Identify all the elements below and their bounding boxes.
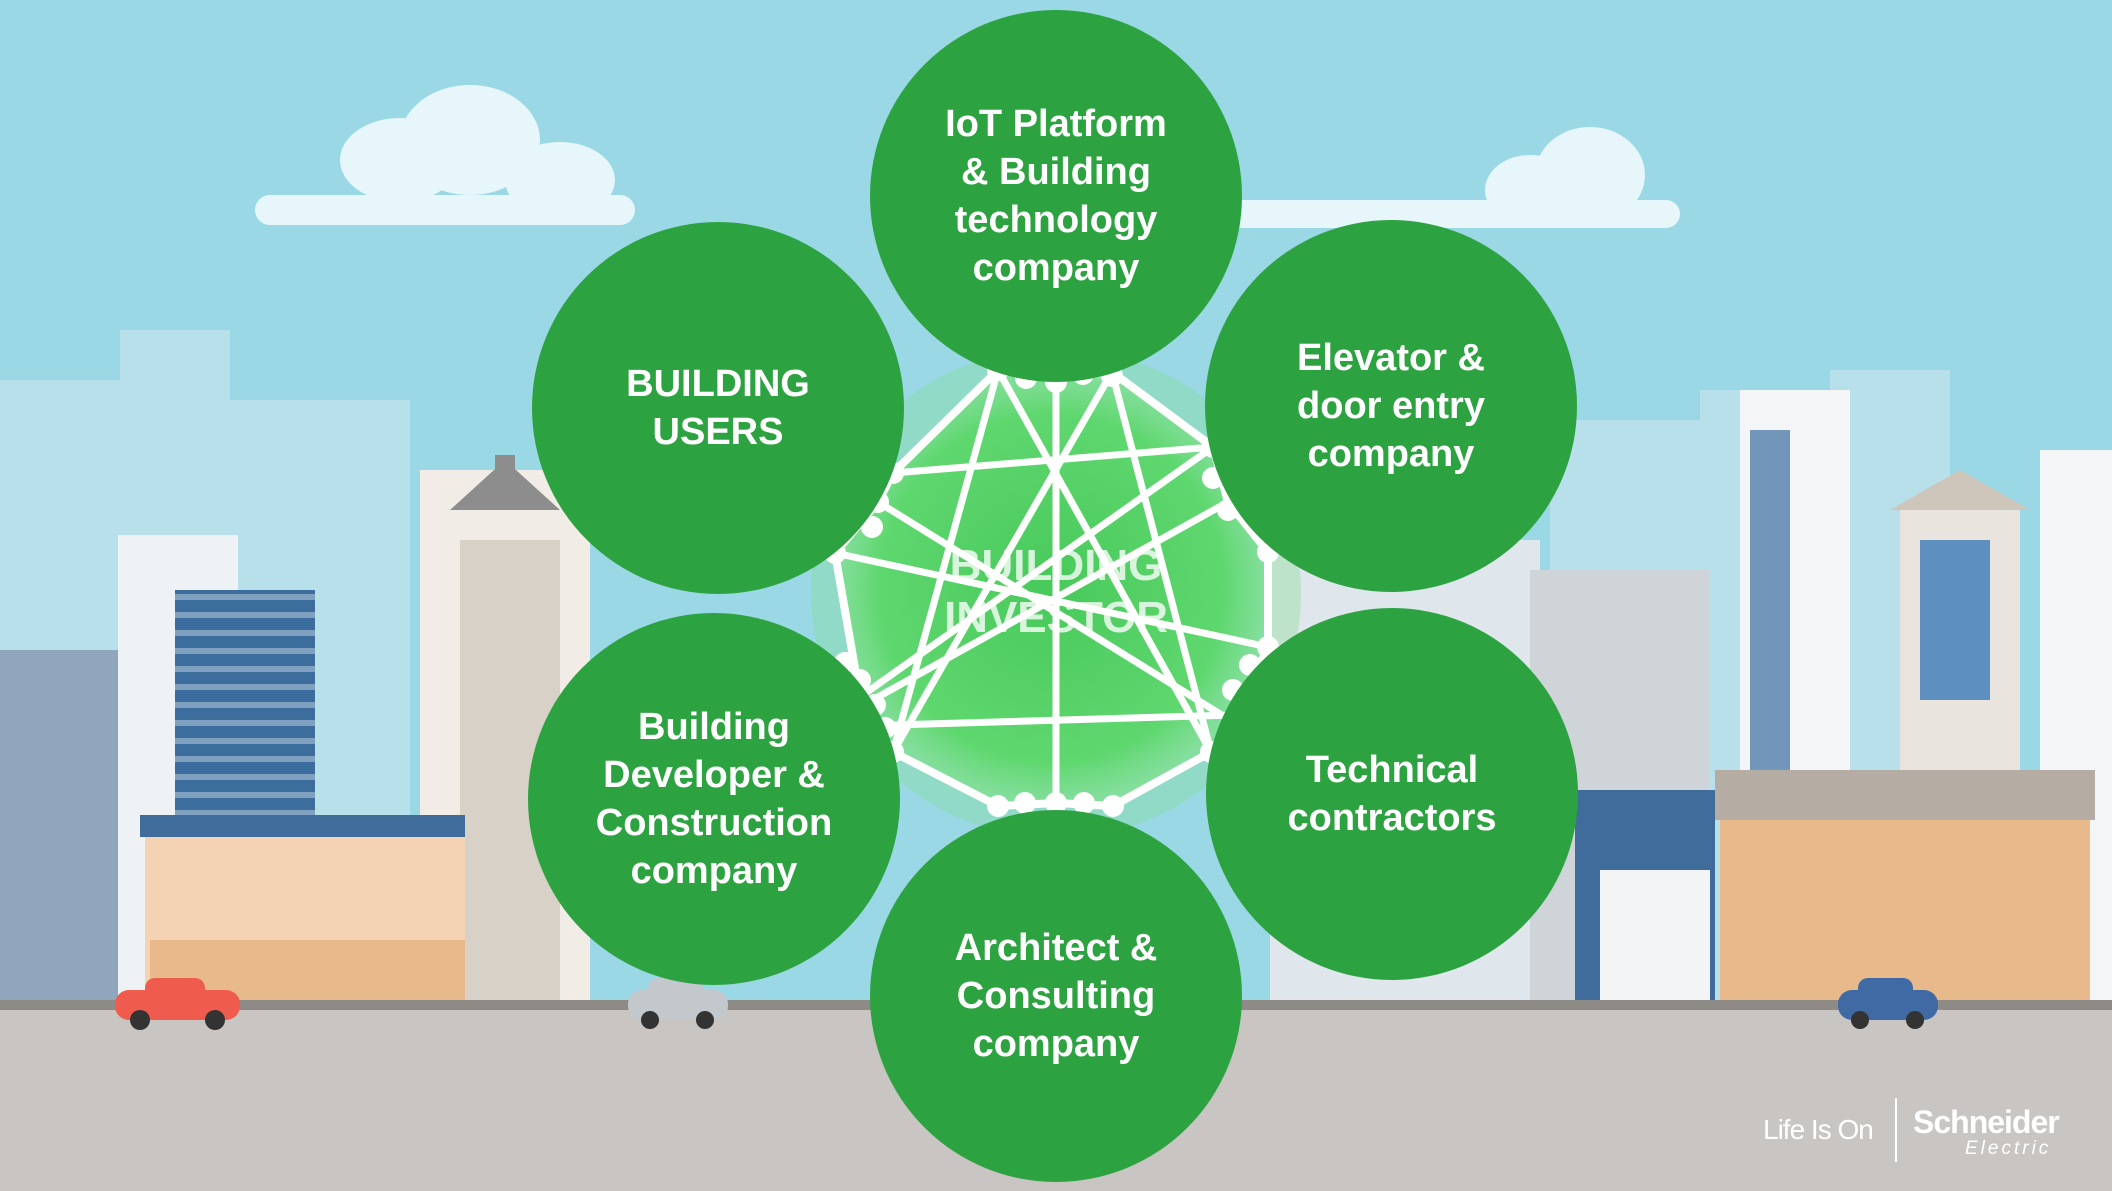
node-label: Technical contractors (1287, 749, 1497, 839)
node-label: Architect & Consulting company (954, 927, 1158, 1065)
node-elevator: Elevator & door entry company (1205, 220, 1577, 592)
car-blue-icon (1838, 978, 1938, 1029)
node-developer: Building Developer & Construction compan… (528, 613, 900, 985)
node-iot-platform: IoT Platform & Building technology compa… (870, 10, 1242, 382)
brand-divider (1895, 1098, 1897, 1162)
brand-logo-name: Schneider (1913, 1104, 2060, 1140)
node-label: BUILDING USERS (626, 363, 810, 453)
hub-edges (831, 366, 1272, 807)
brand-logo-sub: Electric (1965, 1138, 2052, 1159)
node-label: Building Developer & Construction compan… (595, 706, 833, 892)
left-buildings (0, 455, 590, 1020)
tagline: Life Is On (1763, 1114, 1874, 1145)
node-technical-contractors: Technical contractors (1206, 608, 1578, 980)
car-red-icon (115, 978, 240, 1030)
car-grey-icon (628, 978, 728, 1029)
branding: Life Is On Schneider Electric (1755, 1098, 2075, 1168)
center-label: BUILDING INVESTOR (943, 541, 1169, 642)
cloud-left (255, 85, 635, 225)
right-buildings (1270, 390, 2112, 1020)
node-architect: Architect & Consulting company (870, 810, 1242, 1182)
node-label: IoT Platform & Building technology compa… (945, 103, 1167, 289)
cloud-right (1200, 127, 1680, 228)
node-building-users: BUILDING USERS (532, 222, 904, 594)
node-label: Elevator & door entry company (1297, 337, 1485, 475)
